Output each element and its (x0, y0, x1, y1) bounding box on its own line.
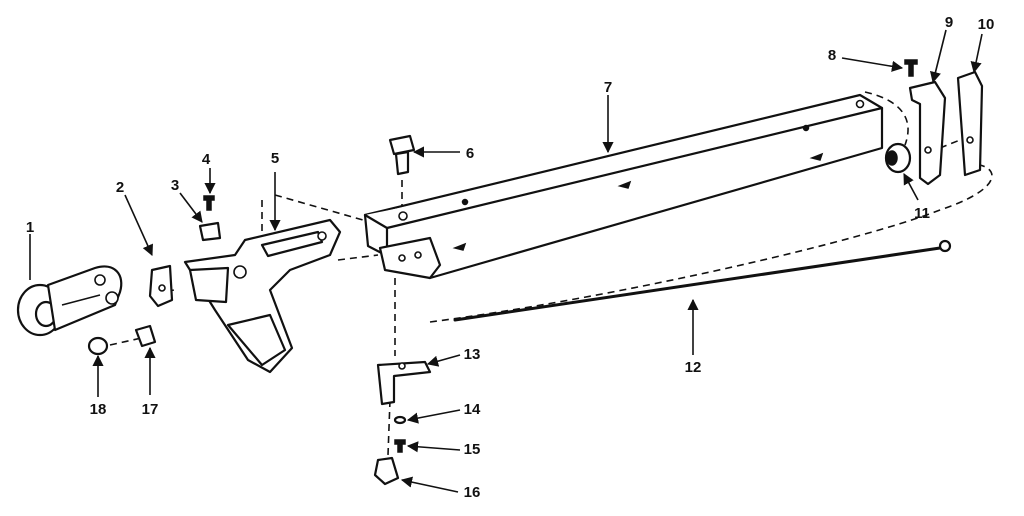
callout-12: 12 (685, 359, 702, 376)
part-13-l-bracket (376, 360, 432, 406)
callout-15: 15 (464, 441, 481, 458)
part-9-bracket (908, 80, 947, 186)
part-2-clip (148, 264, 174, 308)
callout-5: 5 (271, 150, 279, 167)
callout-4: 4 (202, 151, 211, 168)
callout-17: 17 (142, 401, 159, 418)
callout-1: 1 (26, 219, 34, 236)
part-15-screw (394, 439, 406, 453)
part-5-bracket (183, 218, 342, 374)
part-10-plate (956, 70, 984, 177)
callout-2: 2 (116, 179, 124, 196)
part-6-bolt (388, 134, 416, 176)
part-8-screw (904, 59, 918, 77)
part-16-foot (373, 456, 400, 486)
callout-10: 10 (978, 16, 995, 33)
callout-11: 11 (914, 205, 930, 222)
leader-arrows (29, 29, 983, 493)
callout-3: 3 (171, 177, 179, 194)
callout-14: 14 (464, 401, 481, 418)
part-4-screw (203, 195, 215, 211)
part-18-bushing (87, 336, 109, 356)
callout-labels: 1 2 3 4 5 6 7 8 9 10 11 12 13 14 15 16 1… (26, 14, 995, 501)
part-3-clip (198, 221, 222, 242)
callout-6: 6 (466, 145, 474, 162)
callout-9: 9 (945, 14, 953, 31)
part-1-roller-bracket (16, 265, 123, 337)
callout-7: 7 (604, 79, 612, 96)
part-12-rod (453, 239, 952, 322)
callout-8: 8 (828, 47, 836, 64)
callout-16: 16 (464, 484, 481, 501)
part-11-bushing (884, 142, 912, 174)
callout-18: 18 (90, 401, 107, 418)
part-14-washer (393, 415, 407, 425)
part-17-pin (134, 324, 157, 348)
part-7-rail (363, 93, 884, 280)
callout-13: 13 (464, 346, 481, 363)
